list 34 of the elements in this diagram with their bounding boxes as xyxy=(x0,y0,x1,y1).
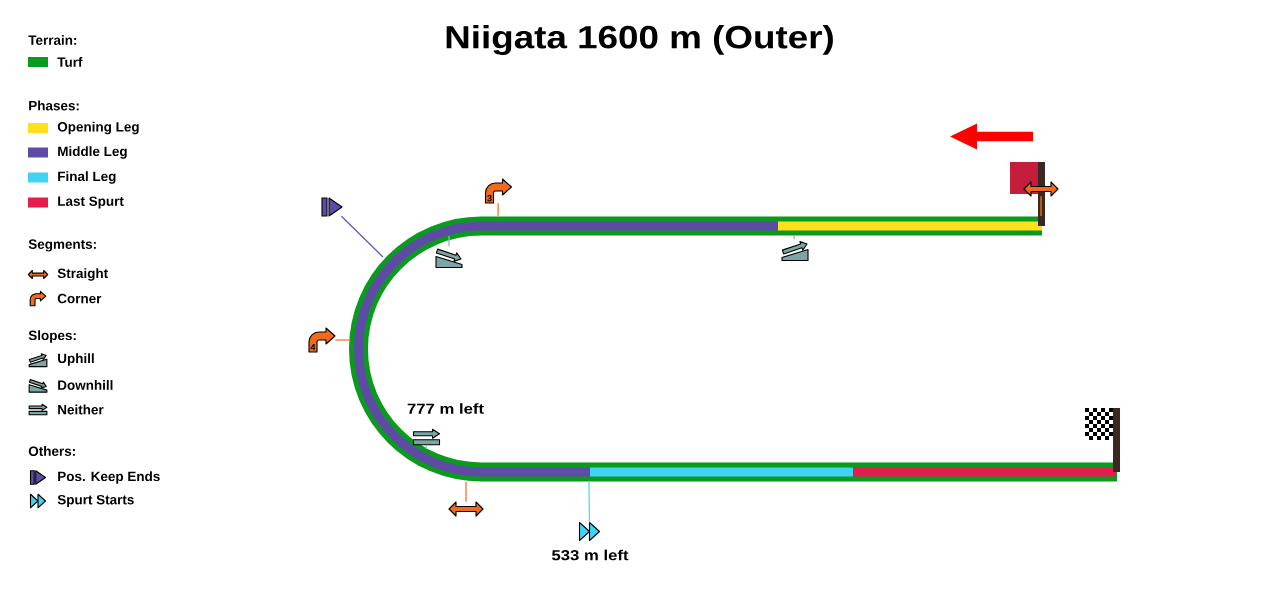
legend-heading: Terrain: xyxy=(28,35,77,45)
leader-line xyxy=(497,202,499,217)
legend-heading: Segments: xyxy=(28,239,96,252)
legend-label: Straight xyxy=(57,268,108,281)
leader-line xyxy=(448,235,450,247)
legend-label: Middle Leg xyxy=(58,146,127,159)
downhill-icon xyxy=(435,248,463,269)
legend-label: Turf xyxy=(57,57,83,67)
title: Niigata 1600 m (Outer) xyxy=(446,25,833,55)
legend-label: Neither xyxy=(58,404,104,415)
legend-label: Pos. Keep Ends xyxy=(58,471,160,484)
legend-label: Downhill xyxy=(58,380,113,390)
double-arrow-icon xyxy=(1023,181,1059,197)
leader-line xyxy=(465,481,467,503)
level-arrows-icon xyxy=(412,428,441,446)
bar-triangle-icon xyxy=(321,197,343,217)
legend-label: Corner xyxy=(57,293,102,304)
leader-line xyxy=(1040,195,1042,217)
leader-line xyxy=(334,339,350,341)
leader-line xyxy=(793,235,795,240)
legend-label: Spurt Starts xyxy=(57,494,134,508)
fast-forward-icon xyxy=(578,521,601,542)
legend-label: Uphill xyxy=(58,353,94,366)
legend-label: Final Leg xyxy=(58,171,116,184)
legend-heading: Slopes: xyxy=(28,330,76,343)
uphill-icon xyxy=(781,241,809,262)
legend-heading: Phases: xyxy=(29,100,79,111)
distance-label: 533 m left xyxy=(552,549,629,561)
legend-label: Opening Leg xyxy=(57,121,139,135)
double-arrow-icon xyxy=(448,501,484,517)
leader-line xyxy=(425,445,427,450)
legend-label: Last Spurt xyxy=(58,196,124,209)
legend-heading: Others: xyxy=(28,446,75,456)
distance-label: 777 m left xyxy=(407,403,484,414)
